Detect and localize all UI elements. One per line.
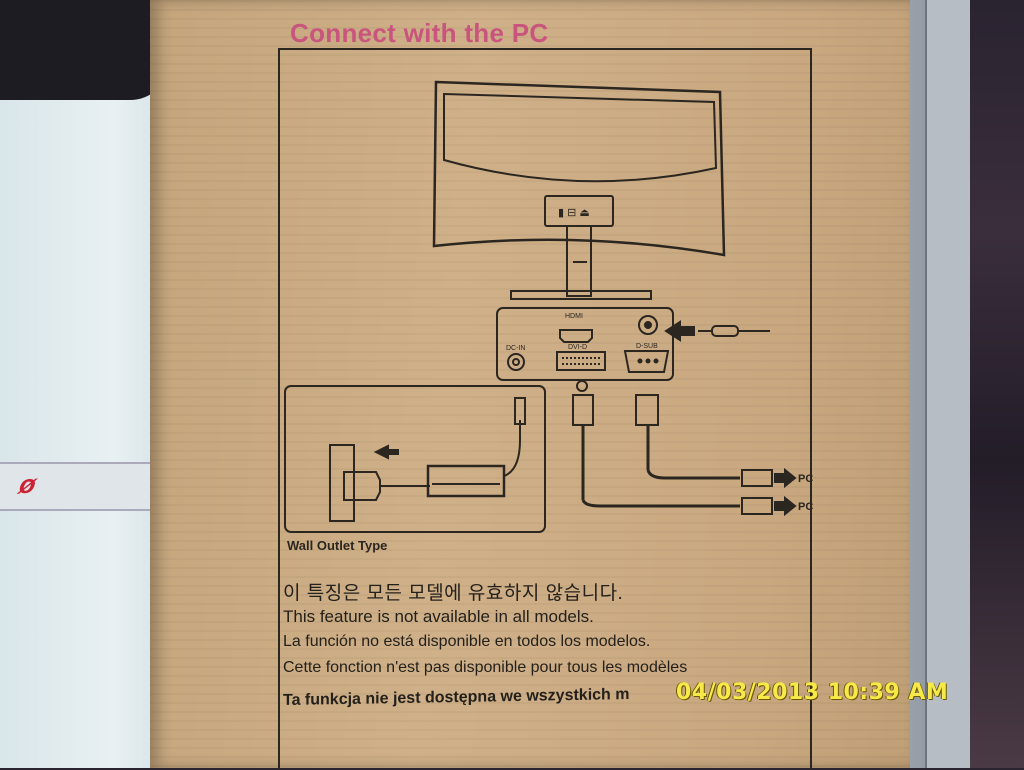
dc-in-label: DC-IN	[506, 345, 525, 352]
notice-korean: 이 특징은 모든 모델에 유효하지 않습니다.	[283, 583, 624, 604]
pc-label-2: PC	[798, 501, 813, 513]
hdmi-port-icon	[559, 329, 593, 343]
dsub-port-icon	[623, 350, 670, 373]
dvi-label: DVI-D	[568, 344, 587, 351]
camera-timestamp: 04/03/2013 10:39 AM	[676, 680, 949, 705]
svg-text:▮ ⊟ ⏏: ▮ ⊟ ⏏	[558, 207, 590, 219]
cardboard-box-panel	[150, 0, 910, 768]
hdmi-label: HDMI	[565, 313, 583, 320]
audio-cable	[664, 320, 770, 342]
page-title: Connect with the PC	[290, 18, 549, 48]
dc-in-port-icon	[507, 353, 525, 371]
diagram-frame	[278, 48, 812, 770]
pc-label-1: PC	[798, 473, 813, 485]
wall-outlet-panel	[284, 385, 546, 533]
monitor-icon: ▮ ⊟ ⏏	[432, 80, 726, 300]
dsub-label: D-SUB	[636, 343, 658, 350]
notice-spanish: La función no está disponible en todos l…	[283, 633, 651, 650]
power-cable-background	[0, 0, 170, 100]
box-edge	[925, 0, 972, 768]
pc-cables	[572, 380, 797, 517]
port-panel	[496, 307, 674, 381]
notice-english: This feature is not available in all mod…	[283, 607, 594, 626]
notice-french: Cette fonction n'est pas disponible pour…	[283, 659, 688, 676]
wall-outlet-label: Wall Outlet Type	[287, 538, 388, 553]
dvi-port-icon	[556, 351, 606, 371]
dark-background	[970, 0, 1024, 768]
audio-jack-icon	[638, 315, 658, 335]
packing-strip: ø	[0, 462, 160, 511]
